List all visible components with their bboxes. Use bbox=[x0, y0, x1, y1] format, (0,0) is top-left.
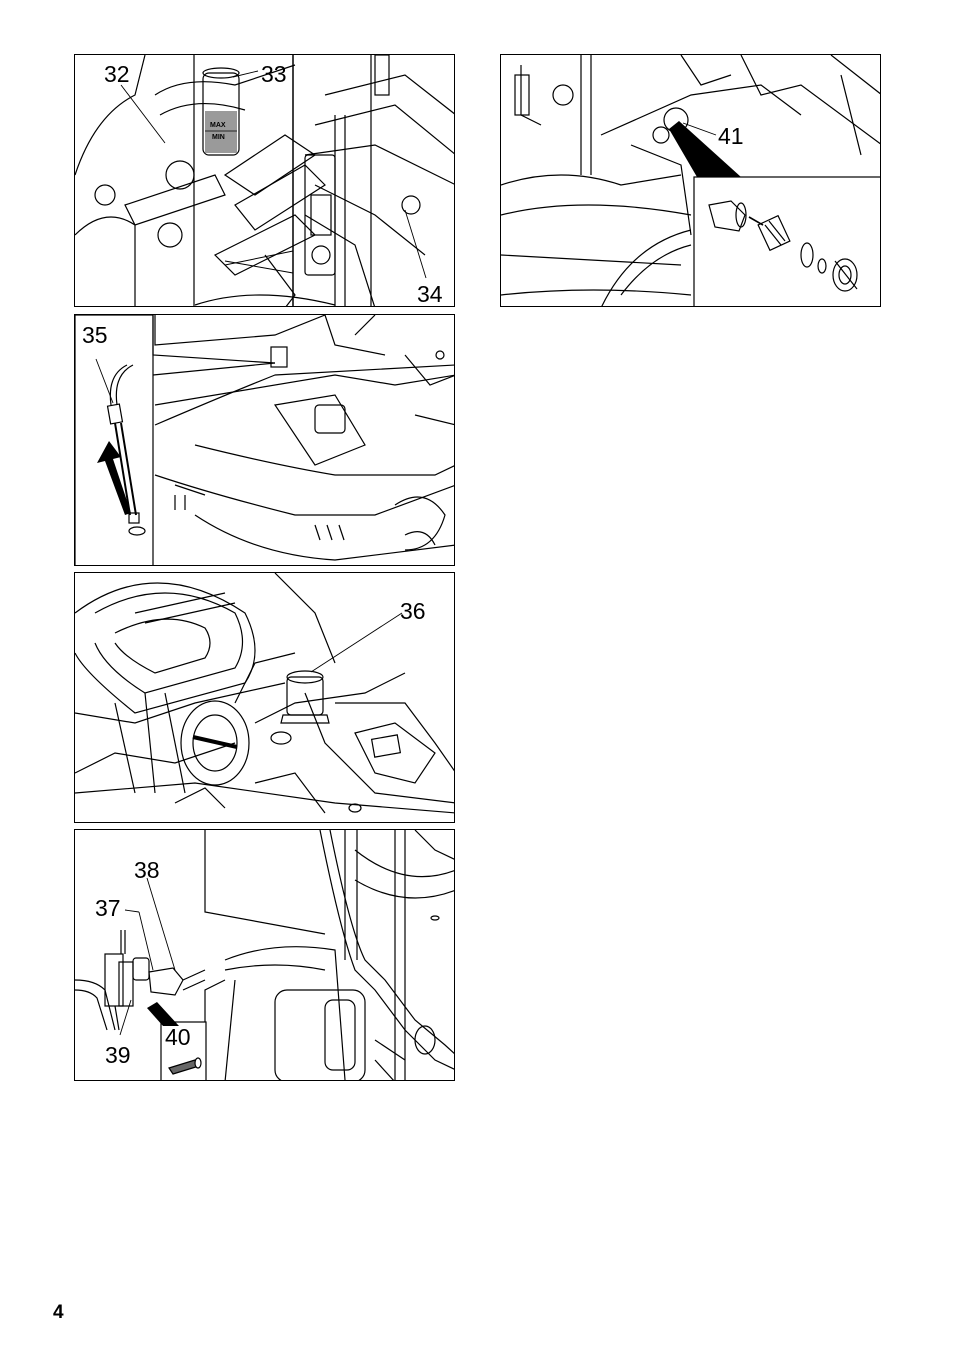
figure-pump: MAX MIN 32 33 34 bbox=[74, 54, 455, 307]
tank-illustration bbox=[75, 573, 455, 823]
suction-illustration bbox=[75, 315, 455, 566]
gauge-min-label: MIN bbox=[212, 134, 225, 141]
callout-40: 40 bbox=[165, 1026, 191, 1049]
pump-illustration bbox=[75, 55, 455, 307]
callout-37: 37 bbox=[95, 897, 121, 920]
figure-suction: 35 bbox=[74, 314, 455, 566]
gauge-max-label: MAX bbox=[210, 122, 226, 129]
figure-filter: 41 bbox=[500, 54, 881, 307]
callout-32: 32 bbox=[104, 63, 130, 86]
filter-illustration bbox=[501, 55, 881, 307]
callout-41: 41 bbox=[718, 125, 744, 148]
callout-39: 39 bbox=[105, 1044, 131, 1067]
figure-tank: 36 bbox=[74, 572, 455, 823]
valve-illustration bbox=[75, 830, 455, 1081]
callout-38: 38 bbox=[134, 859, 160, 882]
callout-34: 34 bbox=[417, 283, 443, 306]
figure-valve: 38 37 39 40 bbox=[74, 829, 455, 1081]
callout-35: 35 bbox=[82, 324, 108, 347]
callout-36: 36 bbox=[400, 600, 426, 623]
page-number: 4 bbox=[53, 1302, 64, 1324]
callout-33: 33 bbox=[261, 63, 287, 86]
